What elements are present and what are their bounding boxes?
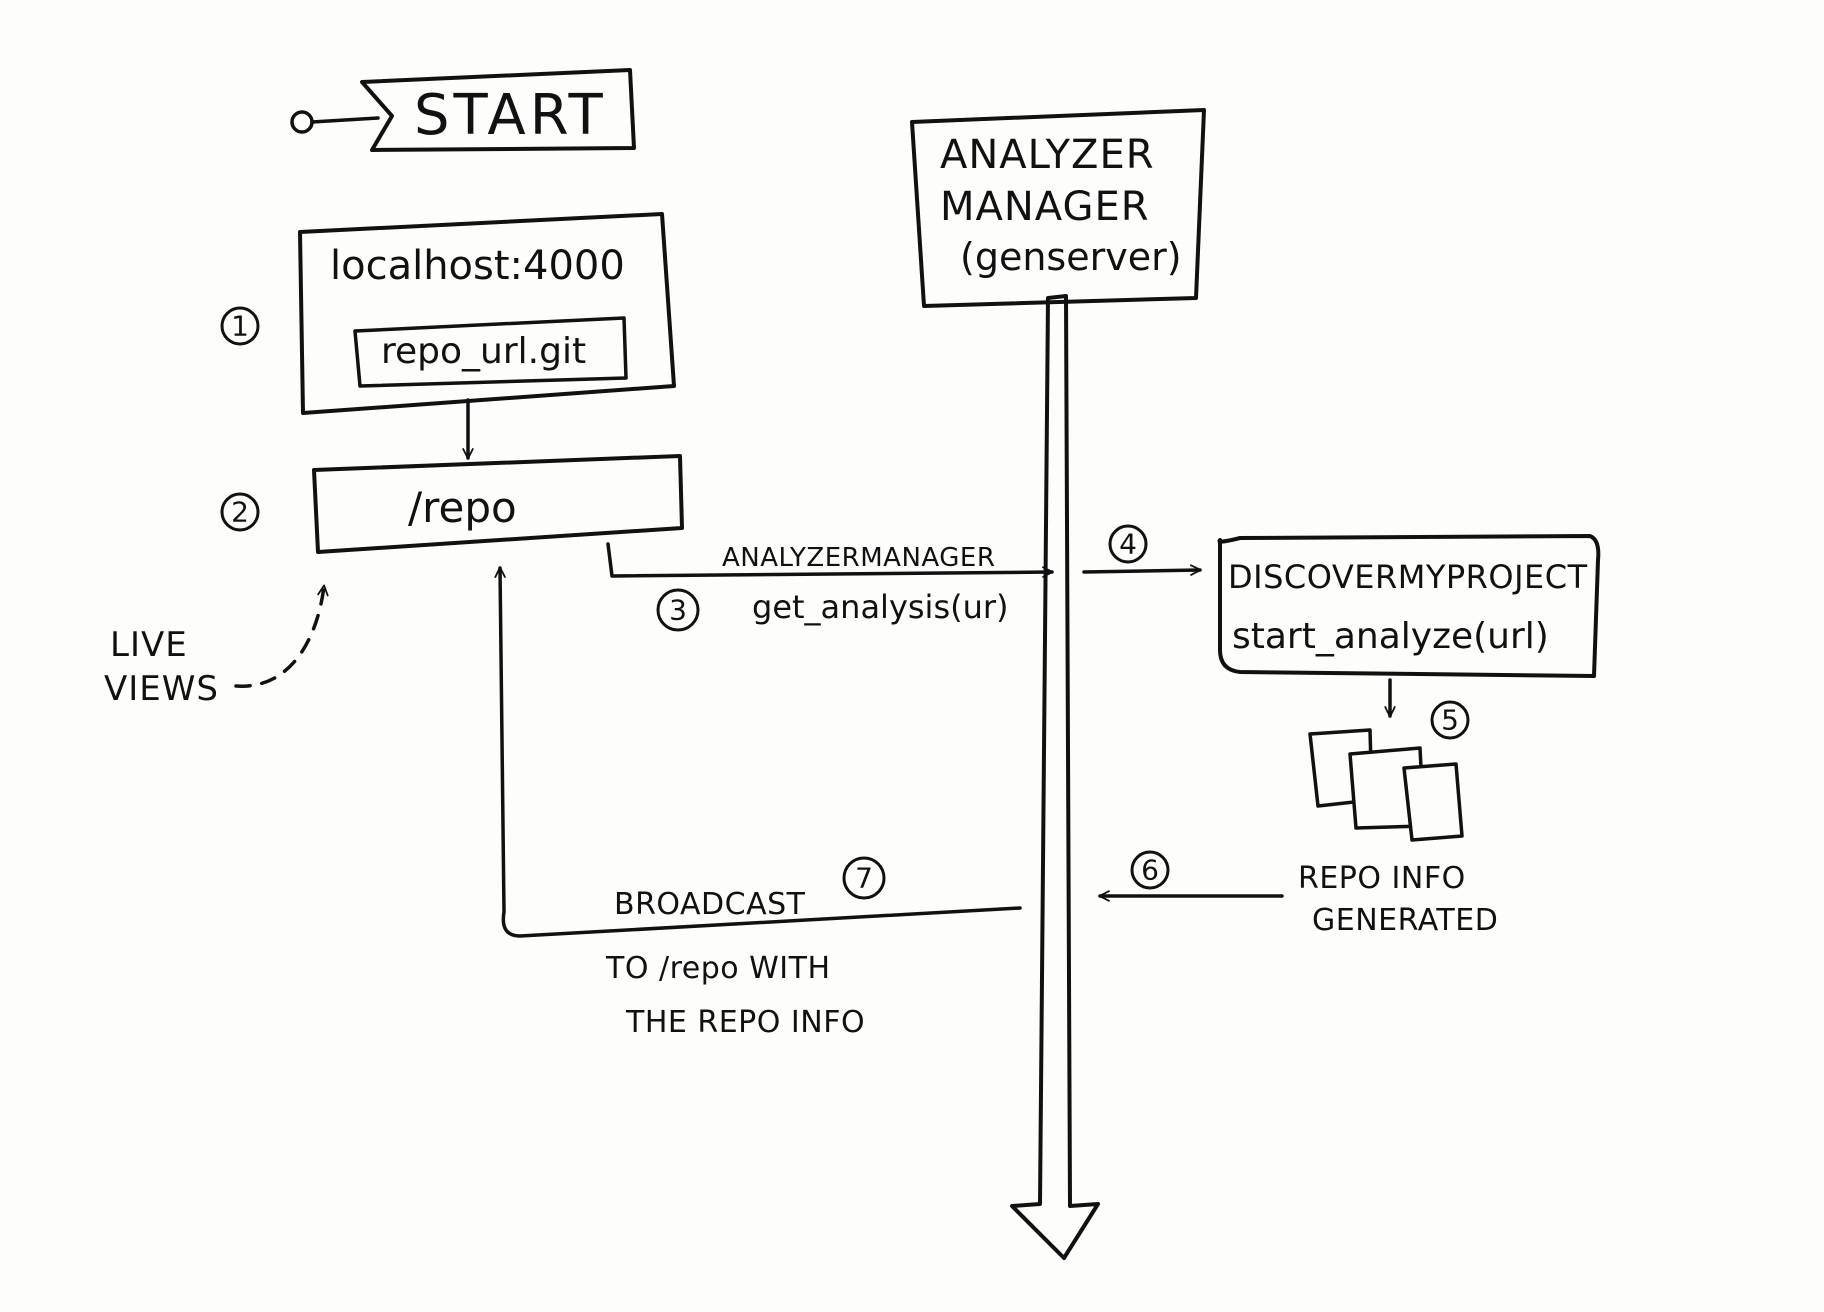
analyzer-manager-line2: MANAGER [940,184,1150,230]
svg-text:6: 6 [1141,854,1159,887]
repo-url-value: repo_url.git [381,331,586,372]
broadcast-detail-line2: THE REPO INFO [625,1005,865,1040]
svg-text:4: 4 [1119,528,1137,561]
start-flag-shape [360,68,636,152]
discover-my-project-box: DISCOVERMYPROJECT start_analyze(url) [1217,534,1601,678]
svg-text:VIEWS: VIEWS [104,669,219,709]
step-5-marker: 5 [1430,700,1470,740]
svg-text:1: 1 [231,310,249,343]
step-6-marker: 6 [1130,850,1170,890]
svg-text:LIVE: LIVE [110,625,188,665]
step-3-marker: 3 [656,588,700,632]
step-4-marker: 4 [1108,524,1148,564]
svg-text:5: 5 [1441,704,1459,737]
start-flag: START [290,68,636,152]
call-label-module: ANALYZERMANAGER [722,543,995,573]
repo-info-documents-icon [1308,728,1464,842]
step-7-marker: 7 [842,856,886,900]
svg-text:7: 7 [855,862,873,895]
discover-module-label: DISCOVERMYPROJECT [1228,558,1588,596]
call-line-get-analysis [606,542,1054,578]
repo-page-box: /repo [312,454,684,554]
start-label: START [414,83,607,148]
svg-text:3: 3 [669,594,687,627]
broadcast-line-to-repo [494,566,1022,938]
start-connector [310,116,380,124]
analyzer-manager-line1: ANALYZER [940,132,1155,178]
localhost-title: localhost:4000 [330,243,625,289]
live-views-dashed-arrow [234,584,329,688]
step-2-marker: 2 [220,492,260,532]
repo-page-label: /repo [408,483,517,532]
analyzer-lifeline-arrow [1010,294,1100,1260]
start-node-icon [290,110,314,134]
repo-url-input[interactable]: repo_url.git [353,316,628,388]
localhost-browser-box: localhost:4000 repo_url.git [298,212,676,415]
live-views-annotation: LIVE VIEWS [104,584,329,709]
repo-info-line2: GENERATED [1312,903,1498,938]
analyzer-manager-box: ANALYZER MANAGER (genserver) [910,108,1206,308]
broadcast-label: BROADCAST [614,887,806,922]
analyzer-manager-line3: (genserver) [960,235,1182,279]
broadcast-detail-line1: TO /repo WITH [605,951,831,986]
call-label-function: get_analysis(ur) [752,588,1009,626]
repo-info-line1: REPO INFO [1298,861,1466,896]
arrow-to-discover-my-project [1082,564,1202,576]
discover-function-label: start_analyze(url) [1232,616,1549,657]
step-1-marker: 1 [220,306,260,346]
svg-text:2: 2 [231,496,249,529]
